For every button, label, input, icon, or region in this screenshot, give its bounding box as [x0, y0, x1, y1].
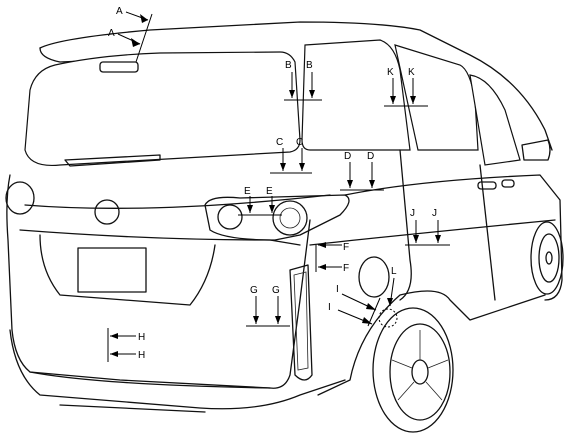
callout-label-a: A	[116, 6, 123, 17]
callout-label-g: G	[250, 285, 258, 296]
callout-label-c: C	[296, 137, 303, 148]
callout-label-k: K	[387, 67, 394, 78]
callout-label-f: F	[343, 242, 349, 253]
callout-label-i: I	[336, 284, 339, 295]
callout-label-j: J	[410, 208, 415, 219]
callout-label-g: G	[272, 285, 280, 296]
callout-label-b: B	[306, 60, 313, 71]
callout-label-h: H	[138, 332, 145, 343]
callout-label-d: D	[367, 151, 374, 162]
callout-label-b: B	[285, 60, 292, 71]
callout-lines	[107, 11, 450, 362]
callout-labels: A A B B C C D D E E F F G G H H I I J J …	[108, 6, 437, 361]
callout-label-l: L	[391, 266, 397, 277]
callout-label-c: C	[276, 137, 283, 148]
callout-label-i: I	[328, 302, 331, 313]
callout-label-f: F	[343, 263, 349, 274]
vehicle-body	[5, 21, 564, 433]
callout-label-j: J	[432, 208, 437, 219]
callout-label-e: E	[244, 186, 251, 197]
callout-label-e: E	[266, 186, 273, 197]
callout-label-a: A	[108, 28, 115, 39]
callout-label-d: D	[344, 151, 351, 162]
callout-label-k: K	[408, 67, 415, 78]
callout-label-h: H	[138, 350, 145, 361]
callout-arrows	[110, 14, 441, 357]
